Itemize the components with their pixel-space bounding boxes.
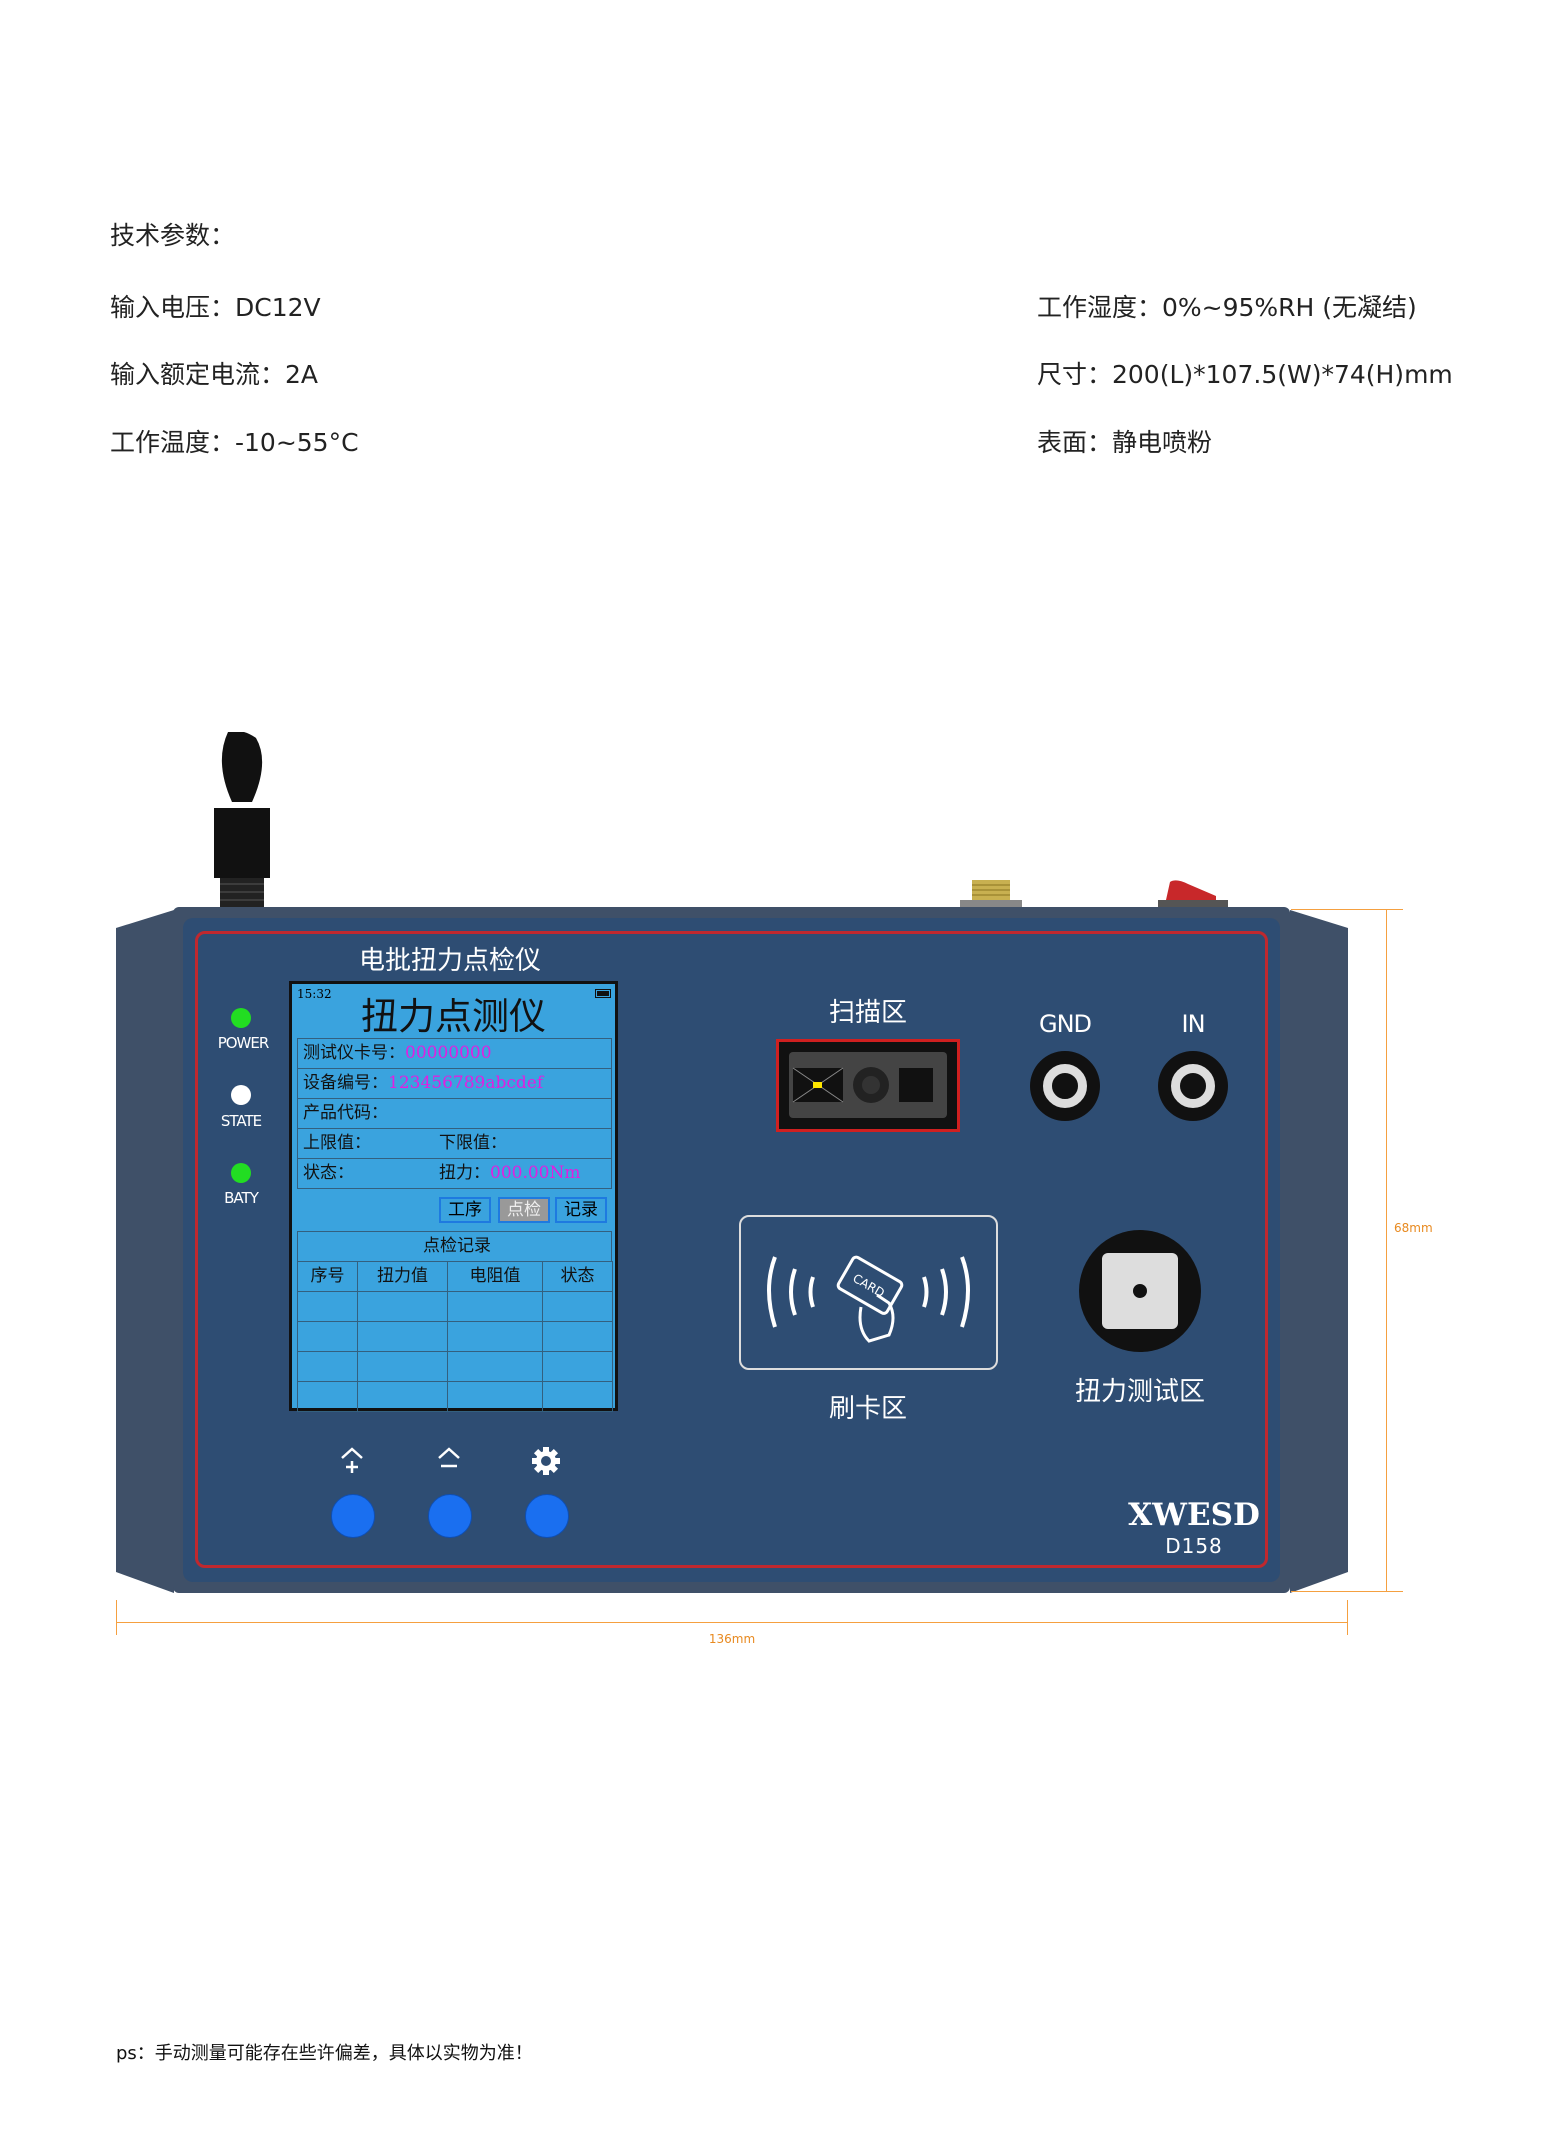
- power-switch-icon: [1158, 878, 1228, 914]
- record-title: 点检记录: [297, 1231, 612, 1262]
- measurement-note: ps：手动测量可能存在些许偏差，具体以实物为准！: [116, 2043, 533, 2064]
- panel-border: [195, 931, 1268, 1568]
- state-led: [231, 1085, 251, 1105]
- limits-row: 上限值： 下限值：: [297, 1128, 612, 1159]
- spec-temperature: 工作温度：-10~55°C: [110, 428, 359, 457]
- device-number-label: 设备编号：: [303, 1073, 388, 1093]
- table-cell: [357, 1321, 448, 1352]
- lcd-screen: 15:32 扭力点测仪 测试仪卡号：00000000 设备编号：12345678…: [289, 981, 618, 1412]
- device-number-value: 123456789abcdef: [388, 1073, 544, 1093]
- status-row: 状态： 扭力：000.00Nm: [297, 1158, 612, 1189]
- right-side-panel: [1290, 910, 1348, 1597]
- spec-size: 尺寸：200(L)*107.5(W)*74(H)mm: [1037, 360, 1453, 389]
- status-label: 状态：: [303, 1163, 354, 1183]
- spec-current: 输入额定电流：2A: [110, 360, 319, 389]
- card-number-row: 测试仪卡号：00000000: [297, 1038, 612, 1069]
- height-dimension-line: [1386, 909, 1387, 1592]
- device-number-row: 设备编号：123456789abcdef: [297, 1068, 612, 1099]
- table-cell: [542, 1321, 613, 1352]
- table-cell: [447, 1381, 543, 1412]
- up-plus-button[interactable]: [331, 1494, 375, 1538]
- power-led: [231, 1008, 251, 1028]
- spec-voltage: 输入电压：DC12V: [110, 293, 321, 322]
- screen-title: 扭力点测仪: [361, 995, 546, 1038]
- table-cell: [542, 1291, 613, 1322]
- table-cell: [297, 1381, 358, 1412]
- dim-line-bottom: [1291, 1591, 1403, 1592]
- table-cell: [357, 1291, 448, 1322]
- product-code-row: 产品代码：: [297, 1098, 612, 1129]
- tab-records[interactable]: 记录: [555, 1197, 607, 1223]
- table-cell: [297, 1291, 358, 1322]
- scanner-window: [776, 1039, 960, 1132]
- table-cell: [447, 1321, 543, 1352]
- antenna-icon: [210, 730, 274, 914]
- dim-line-top: [1291, 909, 1403, 910]
- up-plus-icon: [338, 1446, 366, 1480]
- width-dimension-label: 136mm: [708, 1632, 756, 1646]
- lower-limit-label: 下限值：: [439, 1133, 507, 1153]
- dim-tick-left: [116, 1600, 117, 1635]
- table-cell: [542, 1351, 613, 1382]
- torque-test-socket[interactable]: [1079, 1230, 1201, 1352]
- table-cell: [357, 1381, 448, 1412]
- table-cell: [357, 1351, 448, 1382]
- tab-spot-check[interactable]: 点检: [498, 1197, 550, 1223]
- height-dimension-label: 68mm: [1394, 1221, 1433, 1235]
- torque-area-label: 扭力测试区: [1074, 1377, 1205, 1407]
- card-area-label: 刷卡区: [828, 1394, 907, 1424]
- baty-label: BATY: [224, 1189, 259, 1207]
- card-swipe-area[interactable]: CARD: [739, 1215, 998, 1370]
- barcode-scanner-icon: [789, 1052, 947, 1118]
- nfc-card-icon: CARD: [767, 1255, 970, 1343]
- table-cell: [297, 1321, 358, 1352]
- left-side-panel: [116, 910, 174, 1597]
- sma-connector-icon: [960, 880, 1022, 914]
- table-cell: [297, 1351, 358, 1382]
- power-label: POWER: [217, 1034, 270, 1052]
- tab-process[interactable]: 工序: [439, 1197, 491, 1223]
- in-jack[interactable]: [1158, 1051, 1228, 1121]
- table-cell: [447, 1351, 543, 1382]
- card-number-label: 测试仪卡号：: [303, 1043, 405, 1063]
- scan-area-label: 扫描区: [828, 998, 907, 1028]
- column-header: 扭力值: [357, 1261, 448, 1292]
- brand-logo: XWESD: [1128, 1497, 1260, 1533]
- spec-humidity: 工作湿度：0%~95%RH (无凝结): [1037, 293, 1417, 322]
- device-title: 电批扭力点检仪: [358, 946, 541, 976]
- specs-title: 技术参数：: [110, 221, 236, 250]
- screen-time: 15:32: [297, 987, 332, 1001]
- card-text: CARD: [850, 1271, 887, 1300]
- in-label: IN: [1181, 1010, 1205, 1038]
- settings-button[interactable]: [525, 1494, 569, 1538]
- baty-led: [231, 1163, 251, 1183]
- card-number-value: 00000000: [405, 1043, 492, 1063]
- table-cell: [447, 1291, 543, 1322]
- torque-value: 000.00Nm: [490, 1163, 581, 1183]
- battery-icon: [595, 989, 611, 998]
- column-header: 序号: [297, 1261, 358, 1292]
- upper-limit-label: 上限值：: [303, 1133, 371, 1153]
- product-code-label: 产品代码：: [303, 1103, 388, 1123]
- state-label: STATE: [220, 1112, 262, 1130]
- gnd-jack[interactable]: [1030, 1051, 1100, 1121]
- dim-tick-right: [1347, 1600, 1348, 1635]
- spec-surface: 表面：静电喷粉: [1037, 428, 1213, 457]
- gear-icon: [530, 1445, 562, 1481]
- up-minus-button[interactable]: [428, 1494, 472, 1538]
- table-cell: [542, 1381, 613, 1412]
- up-minus-icon: [435, 1446, 463, 1480]
- gnd-label: GND: [1038, 1010, 1092, 1038]
- torque-label: 扭力：: [439, 1163, 490, 1183]
- model-number: D158: [1165, 1534, 1223, 1558]
- column-header: 状态: [542, 1261, 613, 1292]
- width-dimension-line: [116, 1622, 1348, 1623]
- column-header: 电阻值: [447, 1261, 543, 1292]
